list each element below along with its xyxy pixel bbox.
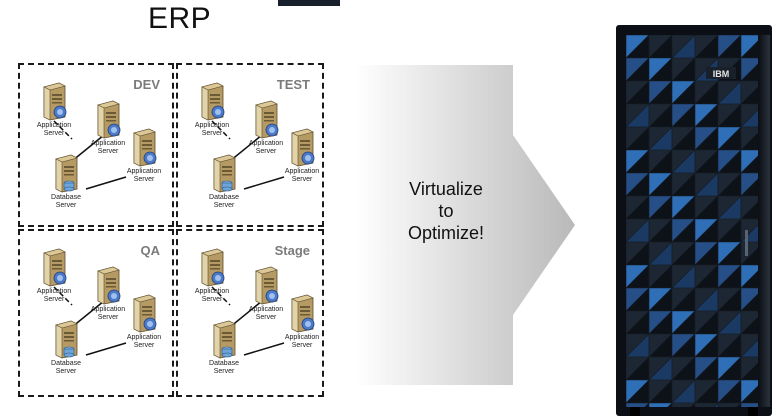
- server-label: Application Server: [90, 140, 126, 155]
- database-server-icon: [55, 320, 78, 359]
- application-server: Application Server: [236, 265, 296, 322]
- database-server: Database Server: [36, 153, 96, 210]
- server-label: Application Server: [194, 122, 230, 137]
- slide-title-fragment: [278, 0, 340, 6]
- application-server-icon: [201, 82, 225, 121]
- door-handle: [745, 230, 748, 256]
- application-server-icon: [291, 128, 315, 167]
- application-server: Application Server: [24, 81, 84, 138]
- server-connections: [211, 120, 285, 190]
- database-server-icon: [213, 154, 236, 193]
- application-server-icon: [43, 82, 67, 121]
- database-server-icon: [213, 320, 236, 359]
- database-server-icon: [55, 154, 78, 193]
- server-label: Database Server: [51, 194, 81, 209]
- application-server-icon: [255, 266, 279, 305]
- application-server: Application Server: [182, 81, 242, 138]
- application-server: Application Server: [182, 247, 242, 304]
- server-connections: [53, 286, 127, 356]
- arrow-caption-line-1: Virtualize: [409, 179, 483, 199]
- server-label: Application Server: [194, 288, 230, 303]
- application-server: Application Server: [114, 127, 174, 184]
- application-server-icon: [97, 266, 121, 305]
- ibm-logo: IBM: [713, 69, 730, 79]
- arrow-caption: Virtualize to Optimize!: [386, 178, 506, 244]
- application-server: Application Server: [78, 265, 138, 322]
- application-server-icon: [133, 294, 157, 333]
- server-label: Application Server: [126, 168, 162, 183]
- server-label: Database Server: [51, 360, 81, 375]
- application-server-icon: [291, 294, 315, 333]
- application-server: Application Server: [114, 293, 174, 350]
- server-label: Application Server: [36, 288, 72, 303]
- environment-label: QA: [140, 243, 161, 258]
- page-title: ERP: [148, 2, 212, 35]
- server-label: Database Server: [209, 360, 239, 375]
- application-server-icon: [201, 248, 225, 287]
- server-label: Application Server: [126, 334, 162, 349]
- application-server: Application Server: [272, 127, 332, 184]
- server-label: Application Server: [36, 122, 72, 137]
- ibm-logo-plate: [706, 67, 736, 79]
- database-server: Database Server: [194, 319, 254, 376]
- application-server: Application Server: [24, 247, 84, 304]
- virtualize-arrow: [355, 65, 575, 385]
- server-connections: [53, 120, 127, 190]
- database-server: Database Server: [194, 153, 254, 210]
- server-label: Application Server: [90, 306, 126, 321]
- server-label: Application Server: [248, 306, 284, 321]
- database-server: Database Server: [36, 319, 96, 376]
- application-server-icon: [43, 248, 67, 287]
- arrow-caption-line-3: Optimize!: [407, 223, 485, 243]
- application-server-icon: [133, 128, 157, 167]
- server-label: Application Server: [248, 140, 284, 155]
- environment-label: DEV: [133, 77, 160, 92]
- arrow-caption-line-2: to: [438, 201, 454, 221]
- mainframe-rack: IBM: [616, 25, 772, 416]
- environment-label: Stage: [274, 243, 310, 258]
- application-server: Application Server: [78, 99, 138, 156]
- environment-label: TEST: [276, 77, 310, 92]
- server-label: Database Server: [209, 194, 239, 209]
- application-server-icon: [97, 100, 121, 139]
- application-server: Application Server: [272, 293, 332, 350]
- server-label: Application Server: [284, 334, 320, 349]
- application-server: Application Server: [236, 99, 296, 156]
- server-label: Application Server: [284, 168, 320, 183]
- server-connections: [211, 286, 285, 356]
- application-server-icon: [255, 100, 279, 139]
